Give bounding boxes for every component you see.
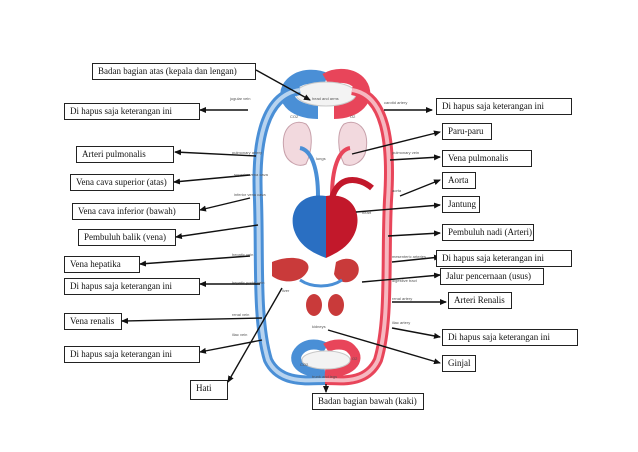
label-vena-hepatika: Vena hepatika (64, 256, 140, 273)
dt-iliac-vein: iliac vein (232, 332, 247, 337)
label-arteri-pulmonalis: Arteri pulmonalis (76, 146, 174, 163)
left-lung (282, 121, 312, 166)
label-vena-pulmonalis: Vena pulmonalis (442, 150, 532, 167)
arrow-hapus-5 (391, 327, 441, 339)
upper-capillary-artery-side (322, 68, 371, 119)
lower-capillary-mesh (301, 350, 351, 370)
dt-svc: superior vena cava (234, 172, 269, 177)
arrow-vena-renalis (121, 317, 263, 324)
dt-pulm-artery: pulmonary artery (232, 150, 262, 155)
label-hati: Hati (190, 380, 228, 400)
label-aorta: Aorta (442, 172, 476, 189)
heart-right (292, 195, 326, 258)
label-vena-cava-inferior: Vena cava inferior (bawah) (72, 203, 200, 220)
dt-kidneys: kidneys (312, 324, 326, 329)
liver-shape (272, 257, 309, 282)
label-badan-atas: Badan bagian atas (kepala dan lengan) (92, 63, 256, 80)
label-arteri-renalis: Arteri Renalis (448, 292, 512, 309)
pulmonary-artery-vessel (299, 146, 320, 197)
arrow-aorta (399, 179, 441, 197)
label-jantung: Jantung (442, 196, 480, 213)
dt-digestive: digestive tract (392, 278, 418, 283)
label-hapus-1: Di hapus saja keterangan ini (64, 103, 200, 120)
label-vena-cava-superior: Vena cava superior (atas) (70, 174, 174, 191)
right-kidney (328, 294, 344, 316)
label-paru-paru: Paru-paru (442, 123, 492, 140)
label-vena-renalis: Vena renalis (64, 313, 122, 330)
dt-liver: liver (282, 288, 290, 293)
dt-o2-top: O2 (350, 114, 356, 119)
dt-o2-bottom: O2 (352, 356, 358, 361)
dt-renal-vein: renal vein (232, 312, 249, 317)
label-pembuluh-nadi: Pembuluh nadi (Arteri) (442, 224, 534, 241)
label-jalur-pencernaan: Jalur pencernaan (usus) (440, 268, 544, 285)
label-hapus-2: Di hapus saja keterangan ini (436, 98, 572, 115)
portal-vein-vessel (299, 278, 343, 288)
upper-capillary-vein-side (280, 69, 330, 119)
arrow-badan-atas (255, 69, 311, 101)
arrow-hati (227, 287, 283, 383)
lower-capillary-artery-side (323, 339, 361, 378)
lower-capillary-vein-side (291, 339, 329, 378)
dt-aorta: aorta (392, 188, 402, 193)
label-hapus-3: Di hapus saja keterangan ini (436, 250, 572, 267)
label-hapus-5: Di hapus saja keterangan ini (442, 329, 578, 346)
arrow-vc-superior (173, 174, 251, 185)
right-lung (338, 121, 368, 166)
dt-head-arms: head and arms (312, 96, 339, 101)
arrow-jantung (355, 202, 441, 213)
dt-hepatic-vein: hepatic vein (232, 252, 253, 257)
dt-iliac-artery: iliac artery (392, 320, 410, 325)
arrow-pembuluh-balik (175, 224, 259, 240)
leader-lines (121, 69, 447, 393)
dt-carotid: carotid artery (384, 100, 407, 105)
arrow-vc-inferior (199, 197, 251, 212)
label-badan-bawah: Badan bagian bawah (kaki) (312, 393, 424, 410)
arrow-jalur-pencernaan (361, 272, 441, 283)
heart-left (326, 195, 358, 258)
dt-renal-artery: renal artery (392, 296, 412, 301)
dt-ivc: inferior vena cava (234, 192, 266, 197)
dt-pulm-vein: pulmonary vein (392, 150, 419, 155)
label-hapus-6: Di hapus saja keterangan ini (64, 346, 200, 363)
aorta-arch (329, 177, 374, 200)
left-kidney (306, 294, 322, 316)
label-ginjal: Ginjal (442, 355, 476, 372)
dt-lungs: lungs (316, 156, 326, 161)
arrow-pembuluh-nadi (387, 230, 441, 237)
arrow-ginjal (327, 329, 441, 365)
dt-co2-bottom: CO2 (300, 362, 309, 367)
arrow-hapus-3 (391, 254, 441, 263)
main-vein-loop-inner (255, 88, 326, 383)
dt-portal: hepatic portal vein (232, 280, 264, 285)
arrow-paru (351, 130, 441, 155)
dt-co2-top: CO2 (290, 114, 299, 119)
arrow-vena-hepatika (139, 255, 251, 267)
dt-mesenteric: mesenteric arteries (392, 254, 426, 259)
label-pembuluh-balik: Pembuluh balik (vena) (78, 229, 176, 246)
dt-heart: heart (362, 210, 372, 215)
dt-jugular: jugular vein (229, 96, 250, 101)
arrow-hapus-6 (199, 339, 263, 354)
dt-trunk-legs: trunk and legs (312, 374, 337, 379)
main-artery-loop-inner (324, 88, 392, 383)
arrow-vena-pulm (389, 154, 441, 161)
arrow-arteri-pulm (174, 149, 257, 157)
digestive-shape (334, 258, 359, 283)
upper-capillary-mesh (295, 81, 357, 107)
label-hapus-4: Di hapus saja keterangan ini (64, 278, 200, 295)
